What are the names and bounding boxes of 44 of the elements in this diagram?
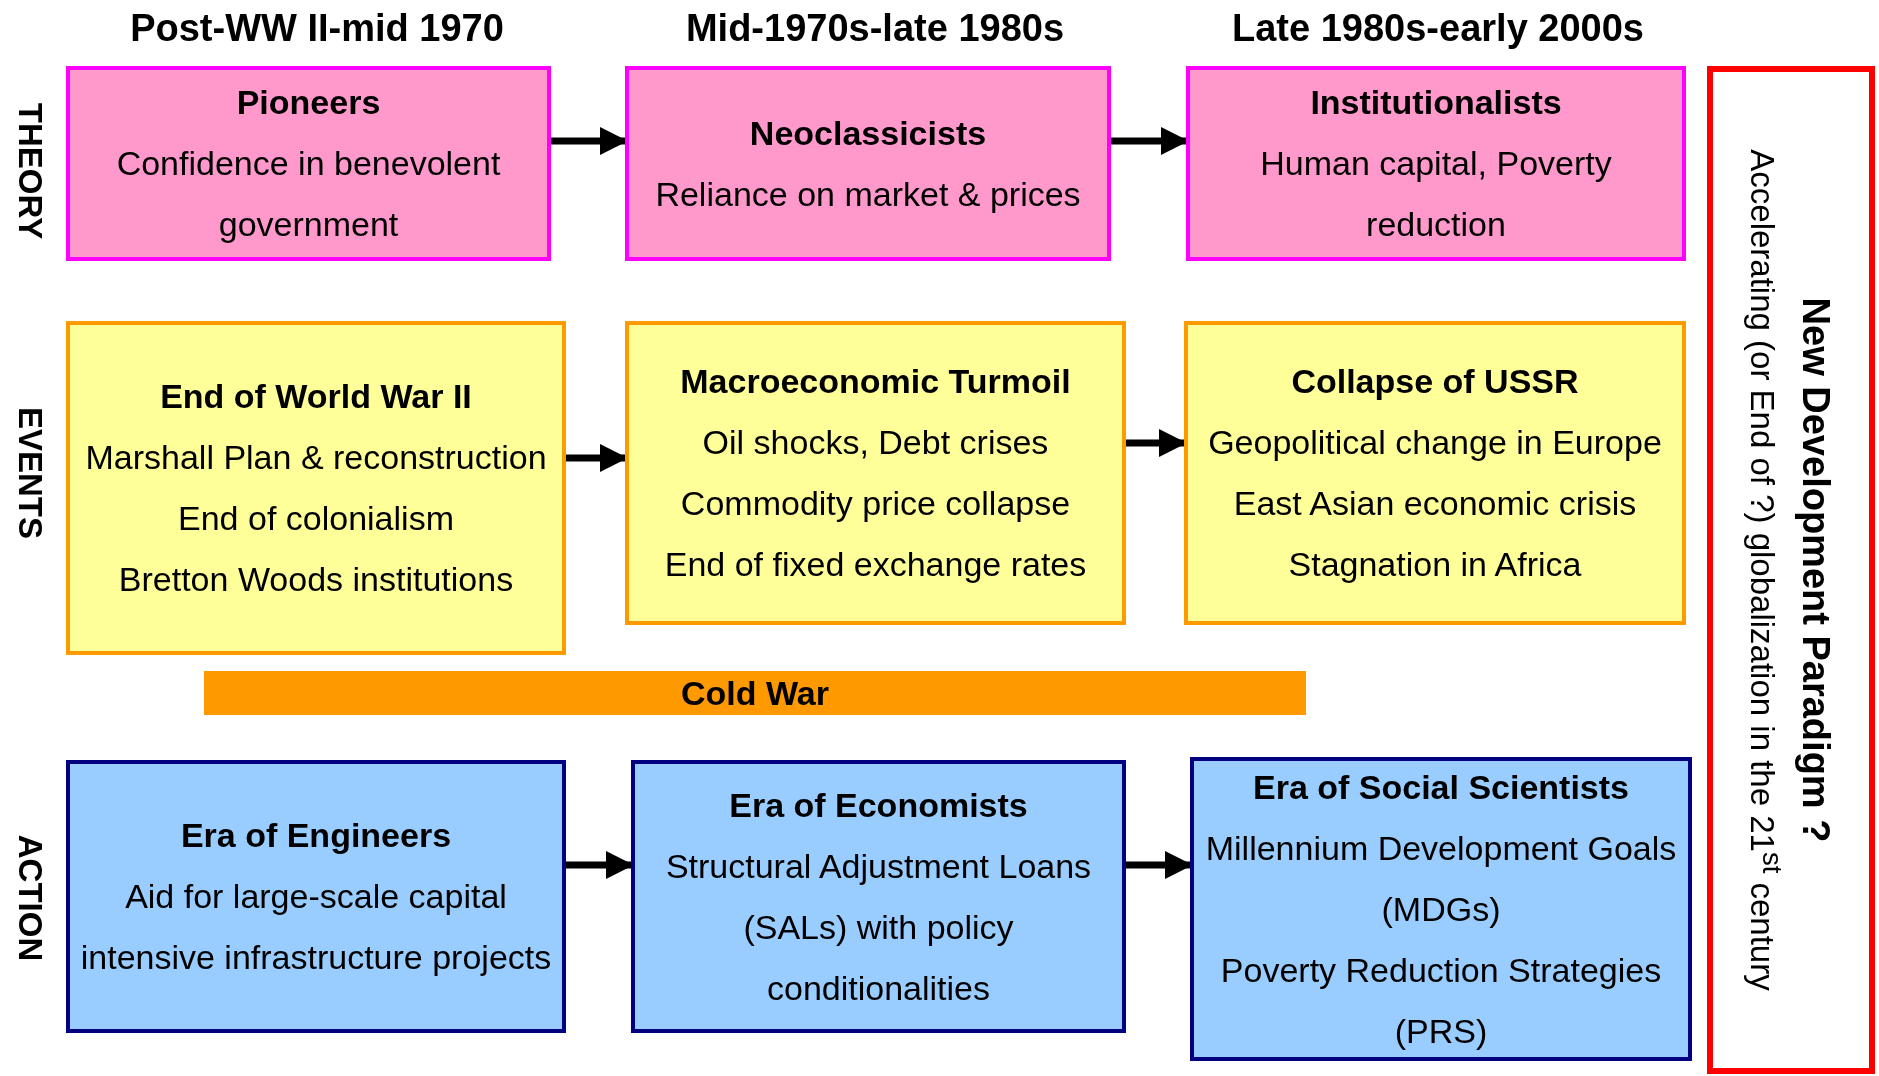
description: End of fixed exchange rates <box>663 544 1088 585</box>
description: Confidence in benevolent government <box>115 143 502 245</box>
description: Commodity price collapse <box>679 483 1072 524</box>
description: Human capital, Poverty reduction <box>1259 143 1613 245</box>
heading: Collapse of USSR <box>1290 361 1580 402</box>
heading: Neoclassicists <box>748 112 988 154</box>
heading: End of World War II <box>159 376 473 417</box>
theory-box <box>66 66 551 261</box>
heading: Cold War <box>680 673 830 713</box>
event-box <box>1184 321 1686 625</box>
description: Poverty Reduction Strategies (PRS) <box>1219 949 1663 1052</box>
description: East Asian economic crisis <box>1232 483 1638 524</box>
description: Structural Adjustment Loans (SALs) with policy conditionalities <box>664 845 1093 1009</box>
heading: Pioneers <box>235 82 382 123</box>
description: Oil shocks, Debt crises <box>701 422 1050 463</box>
row-label: ACTION <box>11 834 49 962</box>
description: Marshall Plan & reconstruction <box>84 437 548 478</box>
action-box <box>66 760 566 1033</box>
event-box <box>625 321 1126 625</box>
row-label: THEORY <box>11 102 49 240</box>
column-header: Post-WW II-mid 1970 <box>129 7 505 50</box>
column-header: Mid-1970s-late 1980s <box>684 7 1066 50</box>
description: Stagnation in Africa <box>1287 544 1583 585</box>
description: Millennium Development Goals (MDGs) <box>1204 827 1678 930</box>
theory-box <box>625 66 1111 261</box>
event-box <box>66 321 566 655</box>
heading: Macroeconomic Turmoil <box>679 361 1072 402</box>
description: End of colonialism <box>177 498 455 539</box>
heading: Era of Economists <box>728 784 1029 826</box>
action-box <box>1190 757 1692 1061</box>
description: Reliance on market & prices <box>654 173 1082 215</box>
heading: Era of Engineers <box>179 815 453 856</box>
heading: New Development Paradigm ? <box>1794 297 1838 843</box>
theory-box <box>1186 66 1686 261</box>
cold-war-bar <box>204 671 1306 715</box>
heading: Era of Social Scientists <box>1252 766 1630 808</box>
description: Geopolitical change in Europe <box>1207 422 1663 463</box>
paradigm-panel <box>1707 66 1875 1074</box>
row-label: EVENTS <box>11 407 49 539</box>
heading: Institutionalists <box>1309 82 1563 123</box>
description: Bretton Woods institutions <box>117 559 515 600</box>
column-header: Late 1980s-early 2000s <box>1231 7 1645 50</box>
description: Aid for large-scale capital intensive infrastructure projects <box>79 876 553 978</box>
action-box <box>631 760 1126 1033</box>
